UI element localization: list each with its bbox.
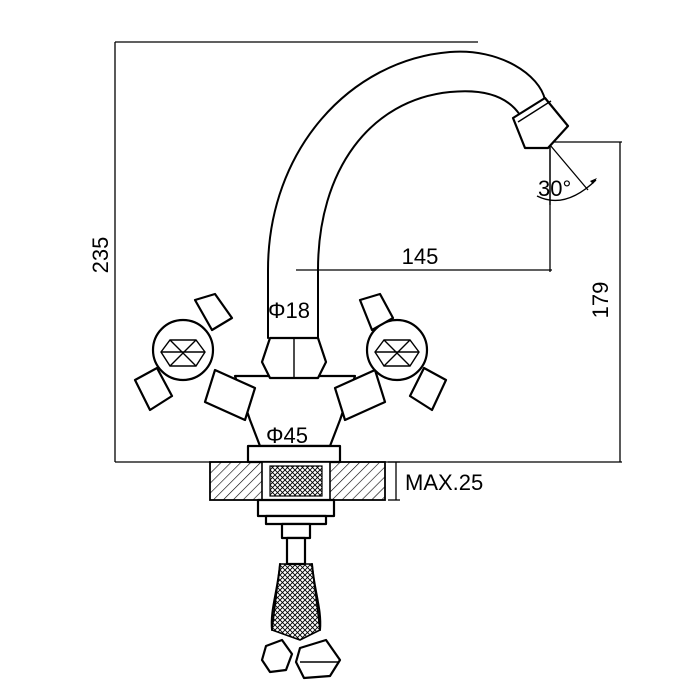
countertop-section [209, 461, 386, 501]
left-handle [133, 292, 234, 412]
dimension-labels: 235 145 179 30° Φ18 Φ45 MAX.25 [88, 176, 613, 495]
total-height-label: 235 [88, 237, 113, 274]
spout-reach-label: 145 [402, 244, 439, 269]
spout-height-label: 179 [588, 282, 613, 319]
faucet-spout [267, 50, 570, 339]
right-handle [358, 292, 448, 412]
spout-angle-label: 30° [538, 176, 571, 201]
faucet-body [203, 336, 387, 464]
max-mount-label: MAX.25 [405, 470, 483, 495]
base-diameter-label: Φ45 [266, 423, 308, 448]
spout-diameter-label: Φ18 [268, 298, 310, 323]
mounting-hardware [256, 498, 336, 566]
supply-hoses [260, 563, 342, 680]
